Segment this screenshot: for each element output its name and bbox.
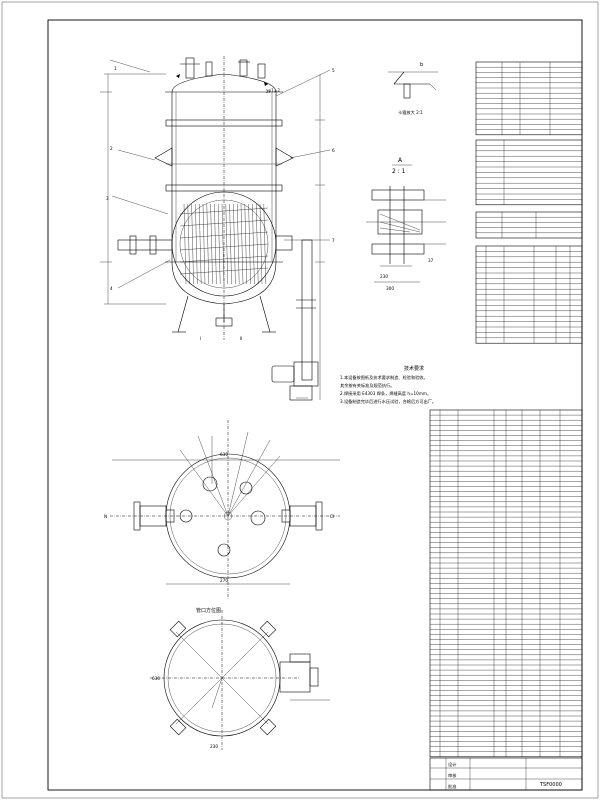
note-line-3: 2.焊接采用 E4303 焊条，焊缝高度 h=10mm。 [340, 390, 431, 397]
coil-tube-line [195, 203, 198, 285]
orientation-view-title: 管口方位图 [196, 607, 221, 614]
coil-tube-line [256, 203, 259, 285]
coil-cross-line [179, 267, 269, 275]
coil-tube-line [218, 203, 221, 285]
coil-tube-line [252, 203, 255, 285]
svg-text:6: 6 [332, 148, 335, 153]
detail-b-label: b [420, 62, 423, 68]
svg-text:2: 2 [110, 146, 113, 151]
coil-tube-line [259, 203, 263, 285]
note-line-4: 3.设备制造完毕后进行水压试验，合格后方可出厂。 [340, 398, 436, 405]
title-row-1: 设计 [448, 761, 456, 768]
coil-cross-line [179, 231, 269, 239]
coil-cross-line [179, 243, 269, 251]
coil-tube-line [202, 203, 206, 285]
coil-tube-line [233, 203, 236, 285]
note-line-2: 其余按有关标准及规范执行。 [340, 382, 394, 389]
coil-tube-line [244, 203, 247, 285]
svg-text:χφ1=2: χφ1=2 [266, 88, 280, 93]
svg-text:卡箍放大 2:1: 卡箍放大 2:1 [398, 109, 423, 116]
coil-cross-line [179, 219, 269, 227]
coil-tube-line [199, 203, 202, 285]
heating-coil-hatch [179, 203, 269, 285]
nozzle-orientation-view: 管口方位图 630 230 [150, 607, 330, 750]
orientation-dim-bottom: 230 [210, 744, 218, 749]
sheet-inner-frame [47, 19, 583, 791]
svg-text:Ⅰ: Ⅰ [200, 336, 201, 341]
coil-tube-line [183, 203, 187, 285]
svg-text:5: 5 [332, 68, 335, 73]
coil-tube-line [237, 203, 240, 285]
coil-tube-line [191, 203, 194, 285]
vessel-elevation-view: χφ1=2 1 2 3 4 5 6 7 Ⅰ Ⅱ [100, 56, 335, 401]
svg-text:1: 1 [114, 66, 117, 71]
drawing-number: TSF0000 [539, 782, 562, 788]
svg-text:Ⅱ: Ⅱ [240, 336, 242, 341]
coil-tube-line [225, 203, 228, 285]
notes-title: 技术要求 [404, 365, 424, 372]
coil-tube-line [187, 203, 190, 285]
title-row-3: 批准 [448, 783, 456, 790]
coil-tube-line [210, 203, 213, 285]
coil-tube-line [221, 203, 225, 285]
svg-text:3: 3 [106, 196, 109, 201]
coil-tube-line [214, 203, 217, 285]
detail-dim-1: 230 [380, 274, 388, 279]
plan-view-right-label: Cl [330, 514, 334, 519]
detail-dim-3: 37 [428, 258, 434, 263]
detail-b: b 卡箍放大 2:1 [388, 62, 438, 116]
test-table [475, 211, 583, 239]
detail-a-scale: 2 : 1 [392, 168, 406, 175]
vessel-plan-view: N Cl 630 270 [104, 420, 340, 600]
title-block: 设计 审核 批准 TSF0000 [429, 757, 583, 791]
detail-a: A 2 : 1 230 300 37 [366, 157, 446, 291]
svg-text:4: 4 [110, 286, 113, 291]
plan-view-north-label: N [104, 514, 107, 519]
orientation-dim-left: 630 [152, 676, 160, 681]
coil-cross-line [179, 255, 269, 263]
coil-tube-line [240, 203, 244, 285]
note-line-1: 1.本设备按图纸及技术要求制造、检验和验收。 [340, 374, 428, 381]
coil-tube-line [263, 203, 266, 285]
coil-tube-line [206, 203, 209, 285]
svg-text:7: 7 [332, 238, 335, 243]
title-row-2: 审核 [448, 772, 457, 779]
technical-notes: 技术要求 1.本设备按图纸及技术要求制造、检验和验收。 其余按有关标准及规范执行… [340, 365, 436, 405]
plan-view-dim-top: 630 [220, 452, 228, 457]
detail-a-prefix: A [398, 157, 403, 164]
spec-tables [475, 61, 583, 344]
coil-cross-line [179, 207, 269, 215]
parts-list [429, 409, 583, 758]
coil-tube-line [248, 203, 251, 285]
detail-dim-2: 300 [386, 286, 394, 291]
plan-view-dim-bottom: 270 [220, 578, 228, 583]
coil-tube-line [229, 203, 232, 285]
